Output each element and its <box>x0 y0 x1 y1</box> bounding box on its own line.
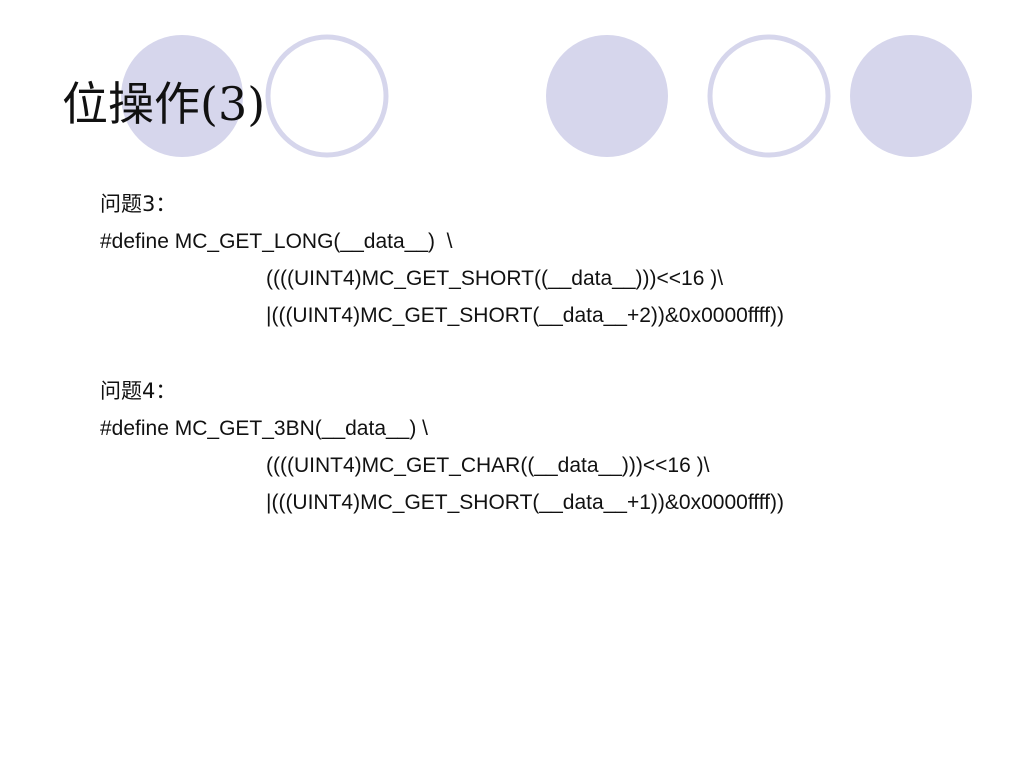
decor-circle-filled-2 <box>546 35 668 157</box>
slide-content: 问题3： #define MC_GET_LONG(__data__) \ (((… <box>100 186 980 521</box>
decor-circle-outline-1 <box>265 34 389 158</box>
decor-circle-filled-3 <box>850 35 972 157</box>
code-line: ((((UINT4)MC_GET_SHORT((__data__)))<<16 … <box>266 267 724 290</box>
code-line: ((((UINT4)MC_GET_CHAR((__data__)))<<16 )… <box>266 454 710 477</box>
block-spacer <box>100 334 980 373</box>
code-line: |(((UINT4)MC_GET_SHORT(__data__+2))&0x00… <box>266 304 785 327</box>
question-4-heading: 问题4： <box>100 379 177 403</box>
slide-title: 位操作(3) <box>62 77 266 131</box>
code-line: #define MC_GET_LONG(__data__) \ <box>100 230 453 253</box>
code-line: |(((UINT4)MC_GET_SHORT(__data__+1))&0x00… <box>266 491 785 514</box>
question-3-heading: 问题3： <box>100 192 177 216</box>
code-line: #define MC_GET_3BN(__data__) \ <box>100 417 429 440</box>
decor-circle-outline-2 <box>707 34 831 158</box>
